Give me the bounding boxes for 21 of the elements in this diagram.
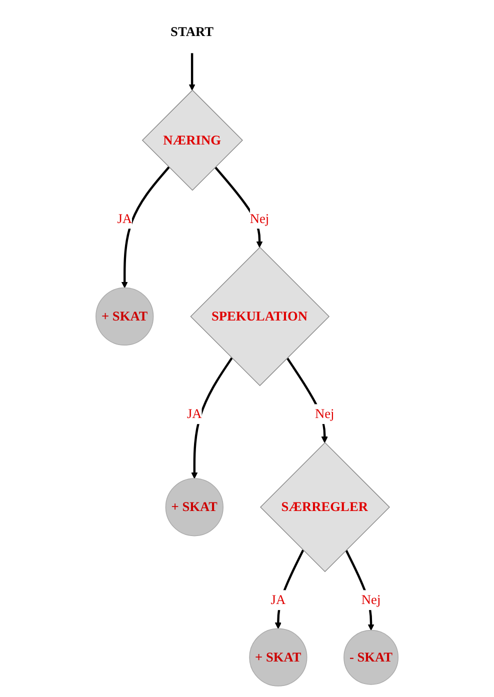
arrow <box>274 550 304 629</box>
edge-label: Nej <box>314 406 334 422</box>
node-diamond: SPEKULATION <box>190 246 330 386</box>
node-circle: + SKAT <box>96 287 154 346</box>
edge-label: JA <box>270 592 286 608</box>
arrow <box>345 550 374 631</box>
edge-label: Nej <box>361 592 381 608</box>
edge-label: JA <box>117 210 132 226</box>
arrow <box>191 357 233 479</box>
edge-label: JA <box>186 406 202 422</box>
node-diamond: SÆRREGLER <box>260 442 390 572</box>
node-text: START <box>170 24 214 40</box>
node-circle: - SKAT <box>344 630 398 685</box>
arrow <box>286 357 328 443</box>
arrow <box>214 166 263 248</box>
node-circle: + SKAT <box>165 478 224 536</box>
arrow <box>188 53 196 91</box>
node-circle: + SKAT <box>249 628 308 686</box>
edge-label: Nej <box>250 210 270 226</box>
arrow <box>121 166 170 288</box>
node-diamond: NÆRING <box>142 90 243 191</box>
